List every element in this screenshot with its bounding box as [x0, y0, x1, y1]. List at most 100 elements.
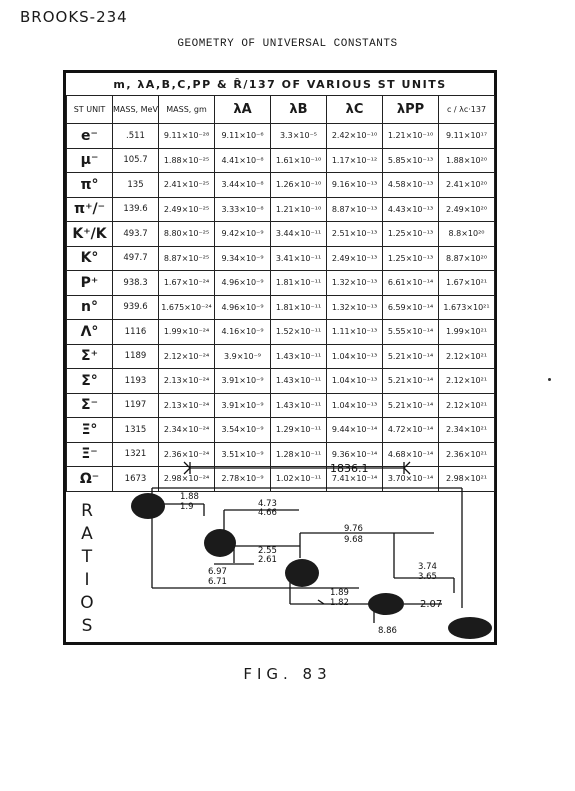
table-cell: 2.13×10⁻²⁴: [158, 368, 215, 394]
ratio-label: 2.07: [420, 599, 442, 610]
particle-symbol-cell: Ξ°: [66, 417, 113, 443]
table-cell: 2.78×10⁻⁹: [214, 466, 271, 492]
table-cell: 5.55×10⁻¹⁴: [382, 319, 439, 345]
table-cell: 6.61×10⁻¹⁴: [382, 270, 439, 296]
table-cell: 1.32×10⁻¹³: [326, 270, 383, 296]
particle-symbol-cell: π°: [66, 172, 113, 198]
particle-symbol-cell: e⁻: [66, 123, 113, 149]
table-cell: 1.04×10⁻¹³: [326, 343, 383, 369]
table-cell: 1321: [112, 441, 159, 467]
table-cell: 3.70×10⁻¹⁴: [382, 466, 439, 492]
table-cell: 9.11×10¹⁷: [438, 123, 495, 149]
table-header-row: ST UNIT MASS, MeV/c² MASS, gm λA λB λC λ…: [66, 95, 495, 124]
table-cell: 139.6: [112, 196, 159, 222]
table-cell: 1.17×10⁻¹²: [326, 147, 383, 173]
table-cell: 3.44×10⁻⁸: [214, 172, 271, 198]
particle-blob: [368, 593, 404, 615]
particle-symbol-cell: K⁺/K: [66, 221, 113, 247]
column-header: λA: [214, 95, 271, 124]
table-cell: 1.21×10⁻¹⁰: [270, 196, 327, 222]
particle-blob: [448, 617, 492, 639]
figure-caption: FIG. 83: [243, 665, 332, 683]
table-cell: 2.36×10²¹: [438, 441, 495, 467]
table-cell: 9.11×10⁻⁶: [214, 123, 271, 149]
table-cell: 5.85×10⁻¹³: [382, 147, 439, 173]
table-cell: 8.80×10⁻²⁵: [158, 221, 215, 247]
ratios-letter: R: [81, 501, 93, 521]
table-cell: 105.7: [112, 147, 159, 173]
table-cell: 6.59×10⁻¹⁴: [382, 294, 439, 320]
table-cell: 2.49×10⁻¹³: [326, 245, 383, 271]
document-id: BROOKS-234: [20, 8, 128, 26]
particle-symbol-cell: Σ⁻: [66, 392, 113, 418]
column-header: MASS, MeV/c²: [112, 95, 159, 124]
ratio-label: 1.89: [330, 588, 349, 598]
table-cell: 3.33×10⁻⁸: [214, 196, 271, 222]
column-header: ST UNIT: [66, 95, 113, 124]
table-cell: 1.675×10⁻²⁴: [158, 294, 215, 320]
table-cell: 9.11×10⁻²⁸: [158, 123, 215, 149]
table-cell: 1.88×10⁻²⁵: [158, 147, 215, 173]
table-cell: 1.43×10⁻¹¹: [270, 368, 327, 394]
table-cell: 1116: [112, 319, 159, 345]
ratio-label: 9.68: [344, 535, 363, 545]
table-cell: 1.673×10²¹: [438, 294, 495, 320]
table-cell: 1197: [112, 392, 159, 418]
table-cell: 497.7: [112, 245, 159, 271]
table-cell: 1189: [112, 343, 159, 369]
particle-symbol-cell: Λ°: [66, 319, 113, 345]
table-cell: 2.41×10⁻²⁵: [158, 172, 215, 198]
table-cell: 1.67×10²¹: [438, 270, 495, 296]
table-cell: 3.9×10⁻⁹: [214, 343, 271, 369]
ratios-letter: I: [84, 570, 90, 590]
table-cell: 1193: [112, 368, 159, 394]
column-header: λB: [270, 95, 327, 124]
column-header: λC: [326, 95, 383, 124]
table-cell: 9.16×10⁻¹³: [326, 172, 383, 198]
ratios-letter: A: [81, 524, 93, 544]
ratio-label: 1.82: [330, 598, 349, 608]
table-cell: 1.25×10⁻¹³: [382, 245, 439, 271]
table-cell: 8.87×10⁻²⁵: [158, 245, 215, 271]
table-cell: 9.44×10⁻¹⁴: [326, 417, 383, 443]
ratio-label: 1.9: [180, 502, 194, 512]
scan-speck: [548, 378, 551, 381]
particle-symbol-cell: Σ°: [66, 368, 113, 394]
ratios-letter: T: [81, 547, 93, 567]
table-cell: 8.87×10⁻¹³: [326, 196, 383, 222]
table-cell: 3.44×10⁻¹¹: [270, 221, 327, 247]
table-cell: 1.26×10⁻¹⁰: [270, 172, 327, 198]
table-cell: 2.34×10²¹: [438, 417, 495, 443]
ratios-letter: O: [80, 593, 94, 613]
particle-blob: [285, 559, 319, 587]
table-cell: 1.61×10⁻¹⁰: [270, 147, 327, 173]
ratio-label: 1836.1: [330, 462, 369, 475]
table-cell: 1.21×10⁻¹⁰: [382, 123, 439, 149]
table-cell: 1.81×10⁻¹¹: [270, 294, 327, 320]
ratio-label: 2.61: [258, 555, 277, 565]
ratio-label: 1.88: [180, 492, 199, 502]
table-cell: 2.41×10²⁰: [438, 172, 495, 198]
table-cell: 1.04×10⁻¹³: [326, 392, 383, 418]
table-heading: m, λA,B,C,PP & Ȓ/137 OF VARIOUS ST UNITS: [113, 78, 447, 91]
table-cell: 7.41×10⁻¹⁴: [326, 466, 383, 492]
table-cell: 2.49×10²⁰: [438, 196, 495, 222]
table-cell: 1.88×10²⁰: [438, 147, 495, 173]
column-header: MASS, gm: [158, 95, 215, 124]
constants-table: ST UNIT MASS, MeV/c² MASS, gm λA λB λC λ…: [66, 95, 495, 492]
particle-symbol-cell: Ω⁻: [66, 466, 113, 492]
table-cell: 8.87×10²⁰: [438, 245, 495, 271]
table-cell: 2.42×10⁻¹⁰: [326, 123, 383, 149]
table-cell: 2.12×10²¹: [438, 392, 495, 418]
ratio-lines: [151, 461, 463, 623]
table-cell: 2.98×10⁻²⁴: [158, 466, 215, 492]
